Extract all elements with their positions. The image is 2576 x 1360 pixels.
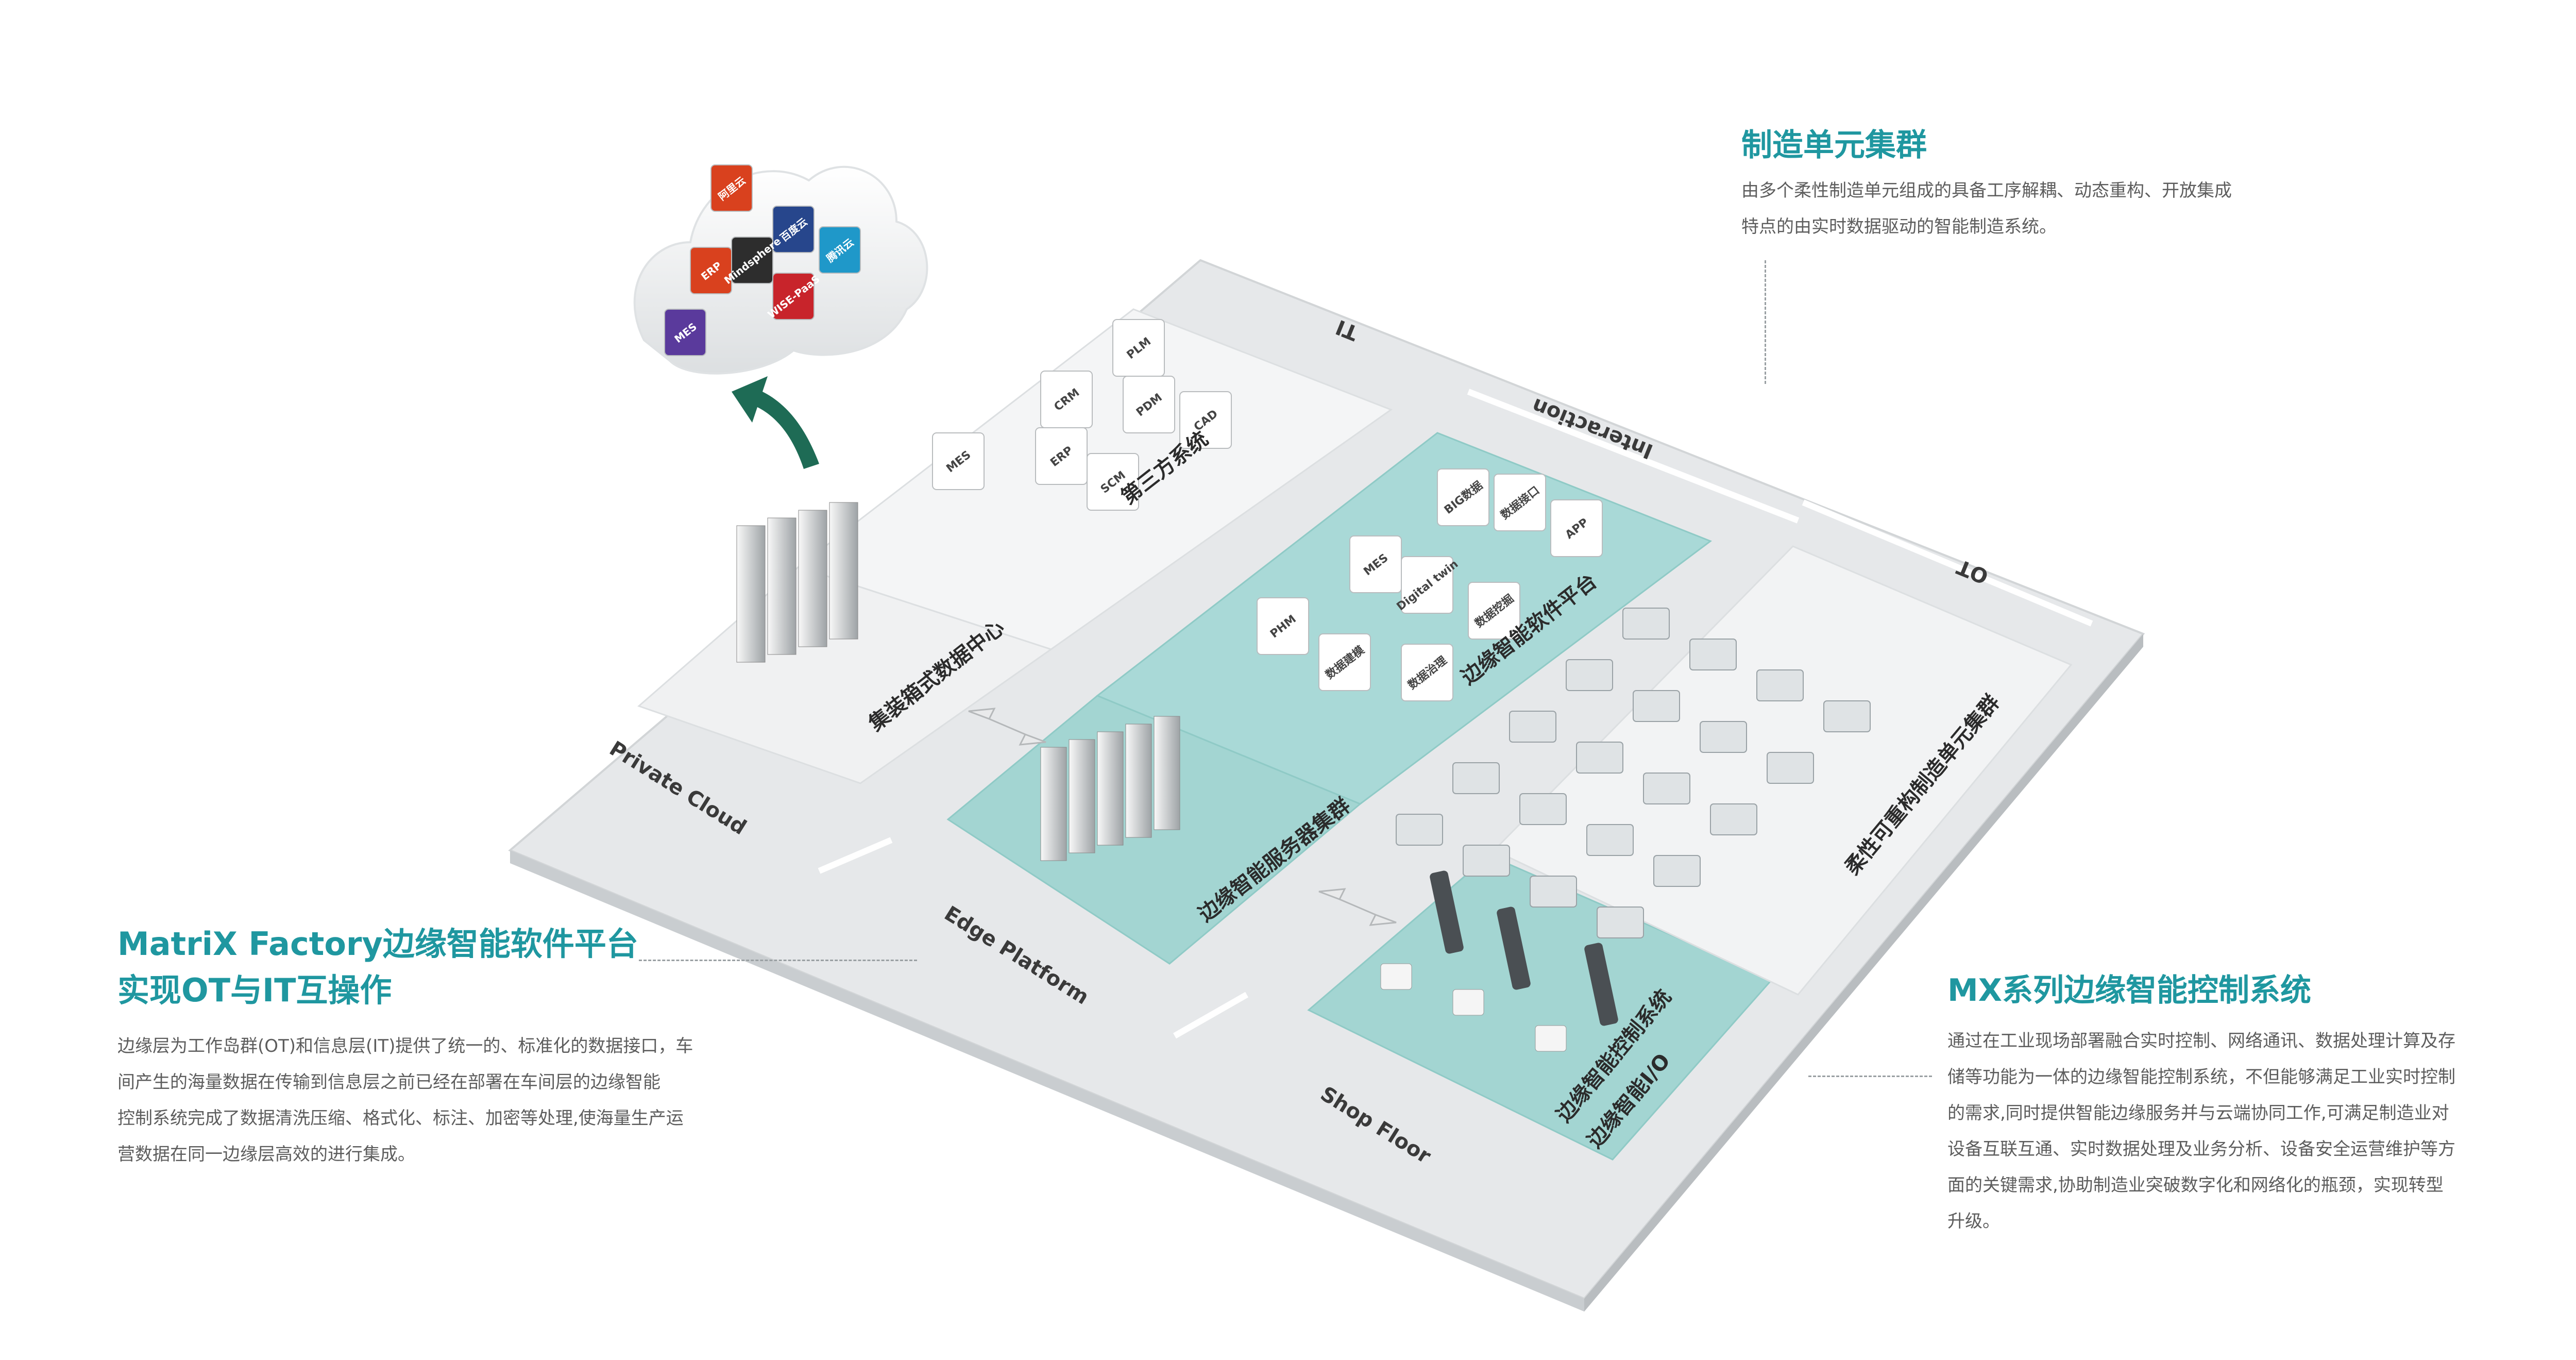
tile: BIG数据 bbox=[1437, 469, 1489, 526]
rack bbox=[768, 518, 796, 654]
tile: PHM bbox=[1257, 598, 1309, 654]
cluster-leader-line bbox=[1765, 260, 1766, 384]
matrix-desc-2: 间产生的海量数据在传输到信息层之前已经在部署在车间层的边缘智能 bbox=[117, 1064, 660, 1100]
rack bbox=[1097, 732, 1123, 845]
tile: 数据治理 bbox=[1401, 644, 1453, 701]
mx-desc-1: 通过在工业现场部署融合实时控制、网络通讯、数据处理计算及存 bbox=[1947, 1023, 2455, 1059]
manufacturing-cell bbox=[1510, 711, 1556, 742]
tile: ERP bbox=[1036, 428, 1087, 484]
mx-desc-3: 的需求,同时提供智能边缘服务并与云端协同工作,可满足制造业对 bbox=[1947, 1095, 2449, 1131]
rack bbox=[1126, 724, 1151, 837]
matrix-desc-4: 营数据在同一边缘层高效的进行集成。 bbox=[117, 1136, 415, 1172]
rack bbox=[737, 526, 765, 662]
manufacturing-cell bbox=[1453, 763, 1499, 794]
mx-desc-6: 升级。 bbox=[1947, 1203, 2000, 1239]
manufacturing-cell bbox=[1597, 907, 1643, 938]
matrix-leader-line bbox=[639, 960, 917, 961]
cluster-desc-2: 特点的由实时数据驱动的智能制造系统。 bbox=[1741, 209, 2057, 245]
tile: MES bbox=[1350, 536, 1401, 593]
tile: WISE-PaaS bbox=[765, 273, 822, 321]
upload-arrow-icon bbox=[732, 376, 819, 469]
manufacturing-cell bbox=[1633, 691, 1680, 721]
matrix-desc-3: 控制系统完成了数据清洗压缩、格式化、标注、加密等处理,使海量生产运 bbox=[117, 1100, 684, 1136]
io-module bbox=[1381, 964, 1412, 989]
tile: CRM bbox=[1041, 371, 1092, 428]
cluster-desc-1: 由多个柔性制造单元组成的具备工序解耦、动态重构、开放集成 bbox=[1741, 173, 2232, 209]
tile: 数据接口 bbox=[1494, 474, 1546, 531]
tile: 数据建模 bbox=[1319, 634, 1370, 691]
manufacturing-cell bbox=[1757, 670, 1803, 701]
manufacturing-cell bbox=[1824, 701, 1870, 732]
mx-title: MX系列边缘智能控制系统 bbox=[1947, 969, 2311, 1012]
manufacturing-cell bbox=[1643, 773, 1690, 804]
matrix-desc-1: 边缘层为工作岛群(OT)和信息层(IT)提供了统一的、标准化的数据接口，车 bbox=[117, 1028, 693, 1064]
tile: APP bbox=[1551, 500, 1602, 557]
manufacturing-cell bbox=[1520, 794, 1566, 825]
rack bbox=[799, 510, 827, 647]
rack bbox=[1069, 740, 1095, 853]
rack bbox=[1154, 716, 1180, 830]
manufacturing-cell bbox=[1587, 825, 1633, 855]
mx-leader-line bbox=[1808, 1076, 1932, 1077]
tile: 阿里云 bbox=[711, 165, 752, 211]
manufacturing-cell bbox=[1700, 721, 1747, 752]
manufacturing-cell bbox=[1710, 804, 1757, 835]
mx-desc-2: 储等功能为一体的边缘智能控制系统，不但能够满足工业实时控制 bbox=[1947, 1059, 2455, 1095]
mx-desc-4: 设备互联互通、实时数据处理及业务分析、设备安全运营维护等方 bbox=[1947, 1131, 2455, 1167]
rack bbox=[1041, 747, 1066, 861]
manufacturing-cell bbox=[1396, 814, 1443, 845]
tile: ERP bbox=[690, 247, 732, 294]
matrix-title-1: MatriX Factory边缘智能软件平台 bbox=[117, 922, 638, 966]
matrix-title-2: 实现OT与IT互操作 bbox=[117, 969, 392, 1012]
manufacturing-cell bbox=[1767, 752, 1814, 783]
tile: PLM bbox=[1113, 320, 1164, 376]
tile: MES bbox=[665, 309, 706, 356]
manufacturing-cell bbox=[1530, 876, 1577, 907]
tile: PDM bbox=[1123, 376, 1175, 433]
tile: Digital twin bbox=[1395, 557, 1461, 613]
manufacturing-cell bbox=[1654, 855, 1700, 886]
tile: 腾讯云 bbox=[819, 227, 860, 273]
io-module bbox=[1453, 989, 1484, 1015]
io-module bbox=[1535, 1026, 1566, 1051]
cluster-title: 制造单元集群 bbox=[1741, 124, 1927, 167]
mx-desc-5: 面的关键需求,协助制造业突破数字化和网络化的瓶颈，实现转型 bbox=[1947, 1167, 2444, 1203]
manufacturing-cell bbox=[1577, 742, 1623, 773]
manufacturing-cell bbox=[1463, 845, 1510, 876]
manufacturing-cell bbox=[1566, 660, 1613, 691]
rack bbox=[829, 502, 858, 639]
manufacturing-cell bbox=[1623, 608, 1669, 639]
manufacturing-cell bbox=[1690, 639, 1736, 670]
tile: MES bbox=[933, 433, 984, 490]
